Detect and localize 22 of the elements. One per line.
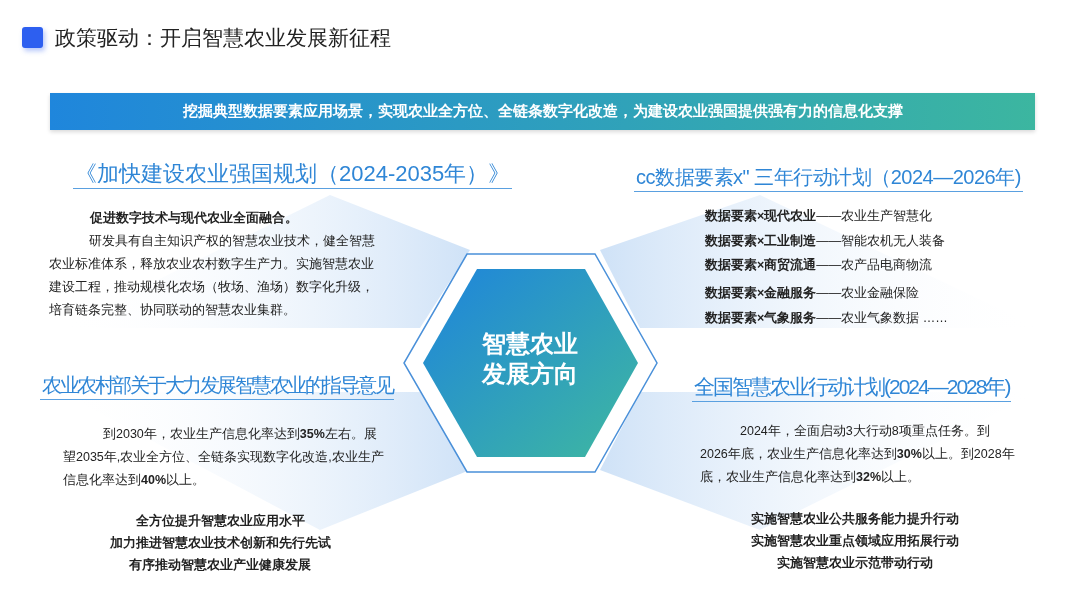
key-point: 全方位提升智慧农业应用水平 [134, 512, 306, 530]
list-item: 数据要素×商贸流通——农产品电商物流 [705, 257, 933, 274]
key-point: 实施智慧农业重点领域应用拓展行动 [750, 532, 960, 550]
page-title: 政策驱动：开启智慧农业发展新征程 [55, 25, 391, 51]
paragraph: 2024年，全面启动3大行动8项重点任务。到2026年底，农业生产信息化率达到30%以上。到2028年底，农业生产信息化率达到32%以上。 [700, 423, 1015, 486]
paragraph: 研发具有自主知识产权的智慧农业技术，健全智慧农业标准体系，释放农业农村数字生产力。实施智慧农业建设工程，推动规模化农场（牧场、渔场）数字化升级，培育链条完整、协同联动的智慧农业集群。 [49, 233, 376, 319]
list-item: 数据要素×工业制造——智能农机无人装备 [705, 233, 946, 250]
paragraph: 到2030年，农业生产信息化率达到35%左右。展望2035年,农业全方位、全链条实现数字化改造,农业生产信息化率达到40%以上。 [63, 426, 385, 489]
underlined-heading: 农业农村部关于大力发展智慧农业的指导意见 [40, 372, 394, 400]
bold-heading: 促进数字技术与现代农业全面融合。 [90, 209, 298, 227]
key-point: 有序推动智慧农业产业健康发展 [128, 557, 312, 574]
list-item: 数据要素×金融服务——农业金融保险 [705, 285, 920, 302]
banner: 挖掘典型数据要素应用场景，实现农业全方位、全链条数字化改造，为建设农业强国提供强有力的信息化支撑 [50, 93, 1035, 130]
key-point: 实施智慧农业公共服务能力提升行动 [750, 511, 960, 528]
underlined-heading: cc数据要素x" 三年行动计划（2024—2026年) [634, 164, 1023, 192]
key-point: 加力推进智慧农业技术创新和先行先试 [108, 535, 332, 552]
list-item: 数据要素×现代农业——农业生产智慧化 [705, 208, 933, 225]
underlined-heading: 全国智慧农业行动计划(2024—2028年) [692, 374, 1012, 402]
underlined-heading: 《加快建设农业强国规划（2024-2035年）》 [73, 161, 513, 189]
list-item: 数据要素×气象服务——农业气象数据 …… [705, 310, 948, 327]
key-point: 实施智慧农业示范带动行动 [776, 555, 934, 572]
center-heading: 智慧农业发展方向 [480, 329, 579, 389]
